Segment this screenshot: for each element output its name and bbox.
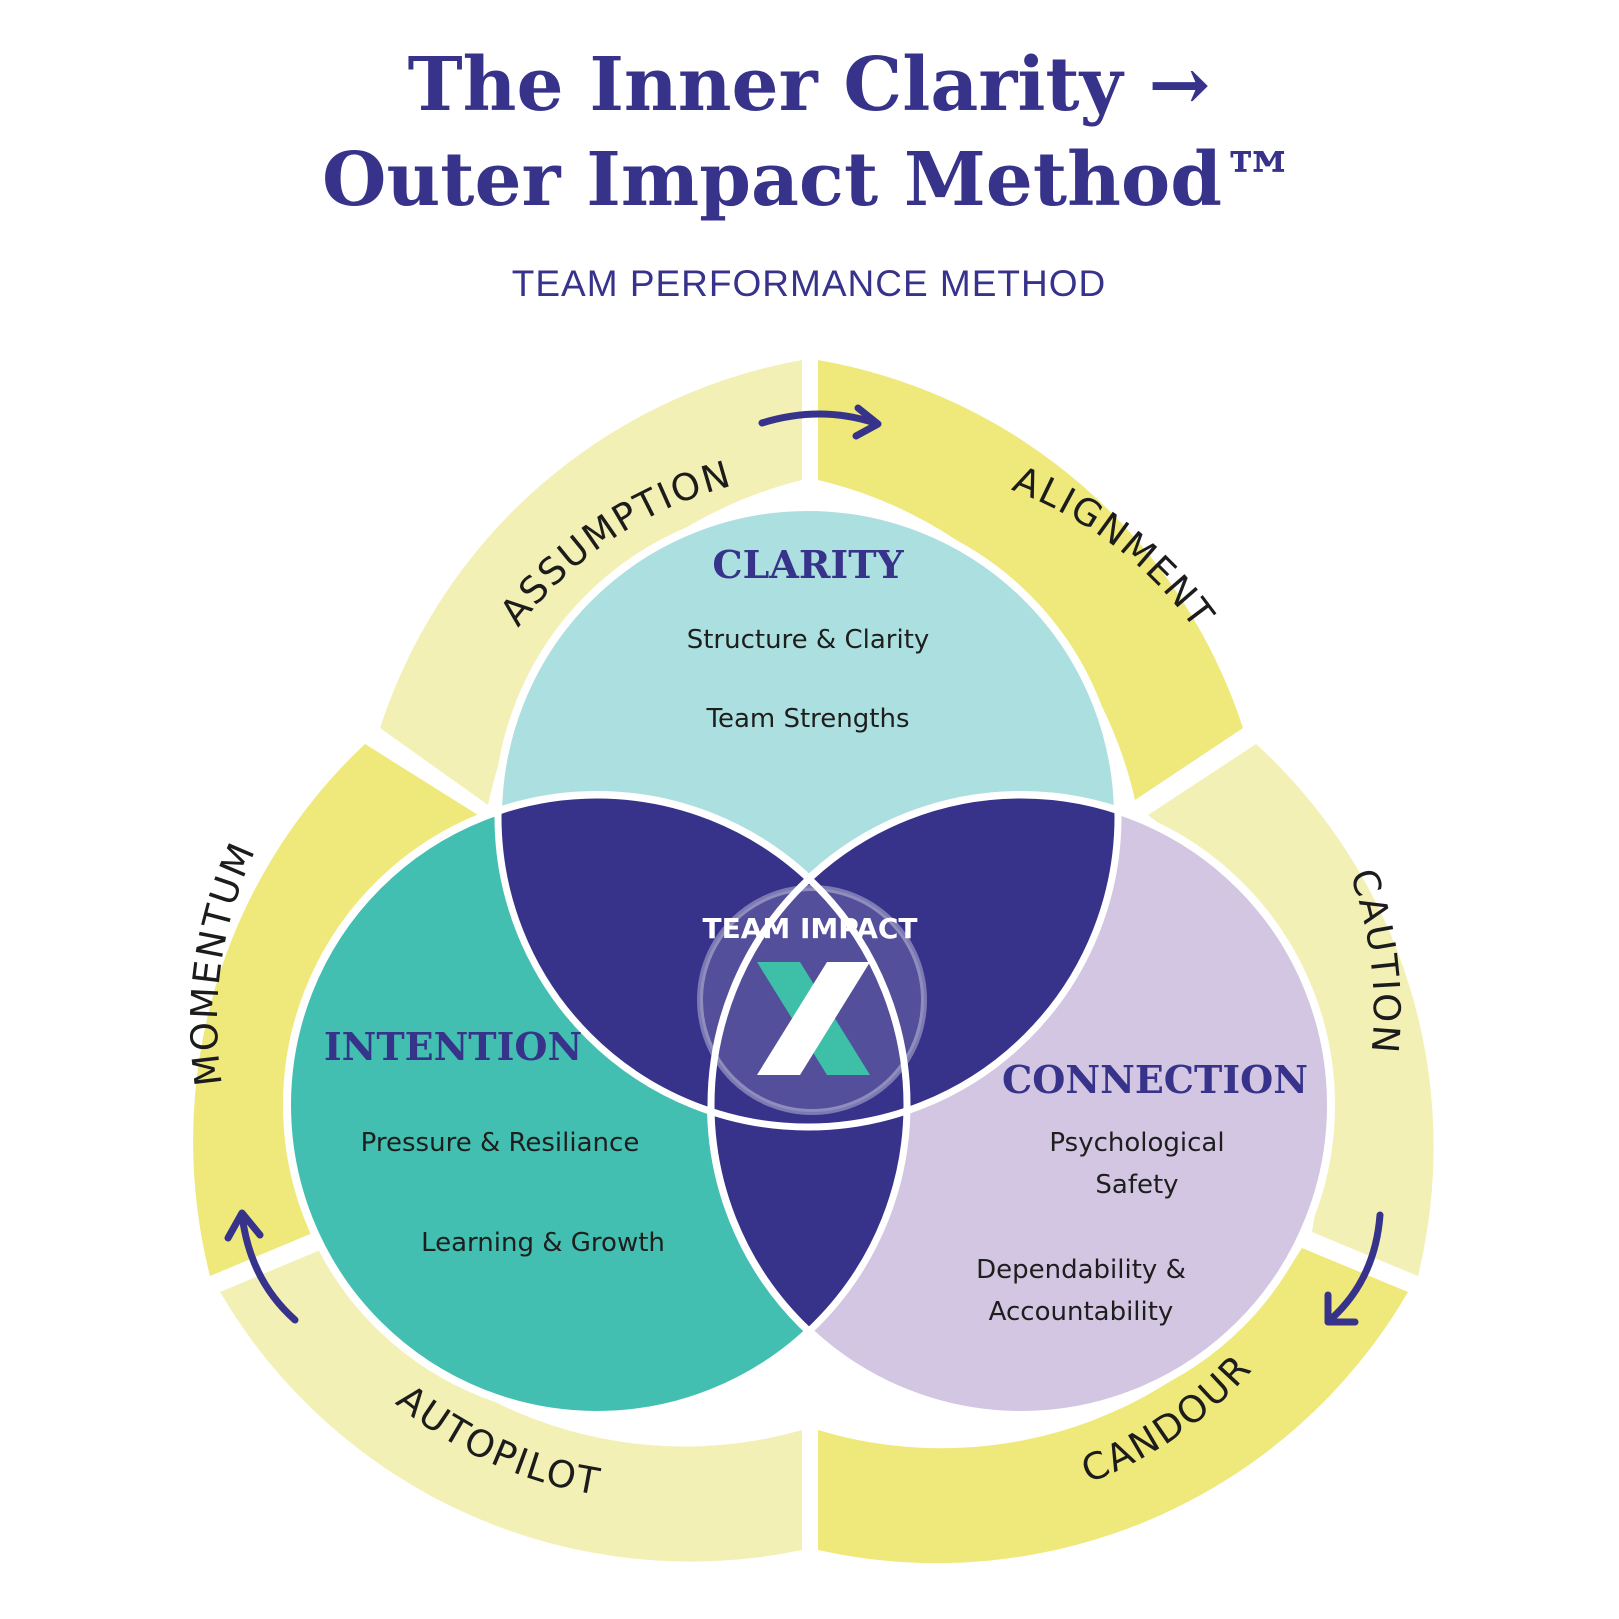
arrow-icon-left bbox=[238, 1211, 299, 1324]
clarity-outline bbox=[494, 503, 1122, 1131]
connection-item-2-line-2: Accountability bbox=[989, 1297, 1174, 1327]
arrow-icon-right bbox=[1326, 1211, 1384, 1324]
arrow-icon-right-head bbox=[1324, 1291, 1359, 1326]
clarity-item-1: Structure & Clarity bbox=[687, 625, 930, 655]
connection-outline bbox=[707, 791, 1335, 1419]
connection-item-2-line-1: Dependability & bbox=[976, 1255, 1186, 1285]
arrow-icon-top-head bbox=[852, 404, 882, 440]
x-logo-stroke-white bbox=[757, 962, 870, 1075]
ring-segment-assumption bbox=[380, 360, 802, 805]
ring-segment-alignment bbox=[818, 360, 1243, 800]
connection-title: CONNECTION bbox=[1002, 1057, 1308, 1102]
ring-segment-candour bbox=[818, 1248, 1408, 1564]
subtitle: TEAM PERFORMANCE METHOD bbox=[512, 263, 1106, 304]
intention-title: INTENTION bbox=[324, 1024, 582, 1069]
team-impact-label: TEAM IMPACT bbox=[702, 912, 917, 945]
intention-item-1: Pressure & Resiliance bbox=[361, 1128, 640, 1158]
intention-item-2: Learning & Growth bbox=[421, 1228, 665, 1258]
title-line-1: The Inner Clarity → bbox=[408, 42, 1211, 128]
connection-item-1-line-2: Safety bbox=[1095, 1170, 1178, 1200]
intention-outline bbox=[283, 791, 911, 1419]
ring-segment-autopilot bbox=[220, 1248, 802, 1562]
flow-arrows bbox=[224, 404, 1384, 1326]
arrow-icon-top bbox=[758, 410, 879, 427]
clarity-item-2: Team Strengths bbox=[706, 704, 910, 734]
arrow-icon-left-head bbox=[224, 1209, 264, 1242]
connection-item-1-line-1: Psychological bbox=[1049, 1128, 1224, 1158]
x-logo-icon bbox=[757, 962, 870, 1075]
title-line-2: Outer Impact Method™ bbox=[322, 137, 1296, 223]
clarity-title: CLARITY bbox=[712, 542, 904, 587]
